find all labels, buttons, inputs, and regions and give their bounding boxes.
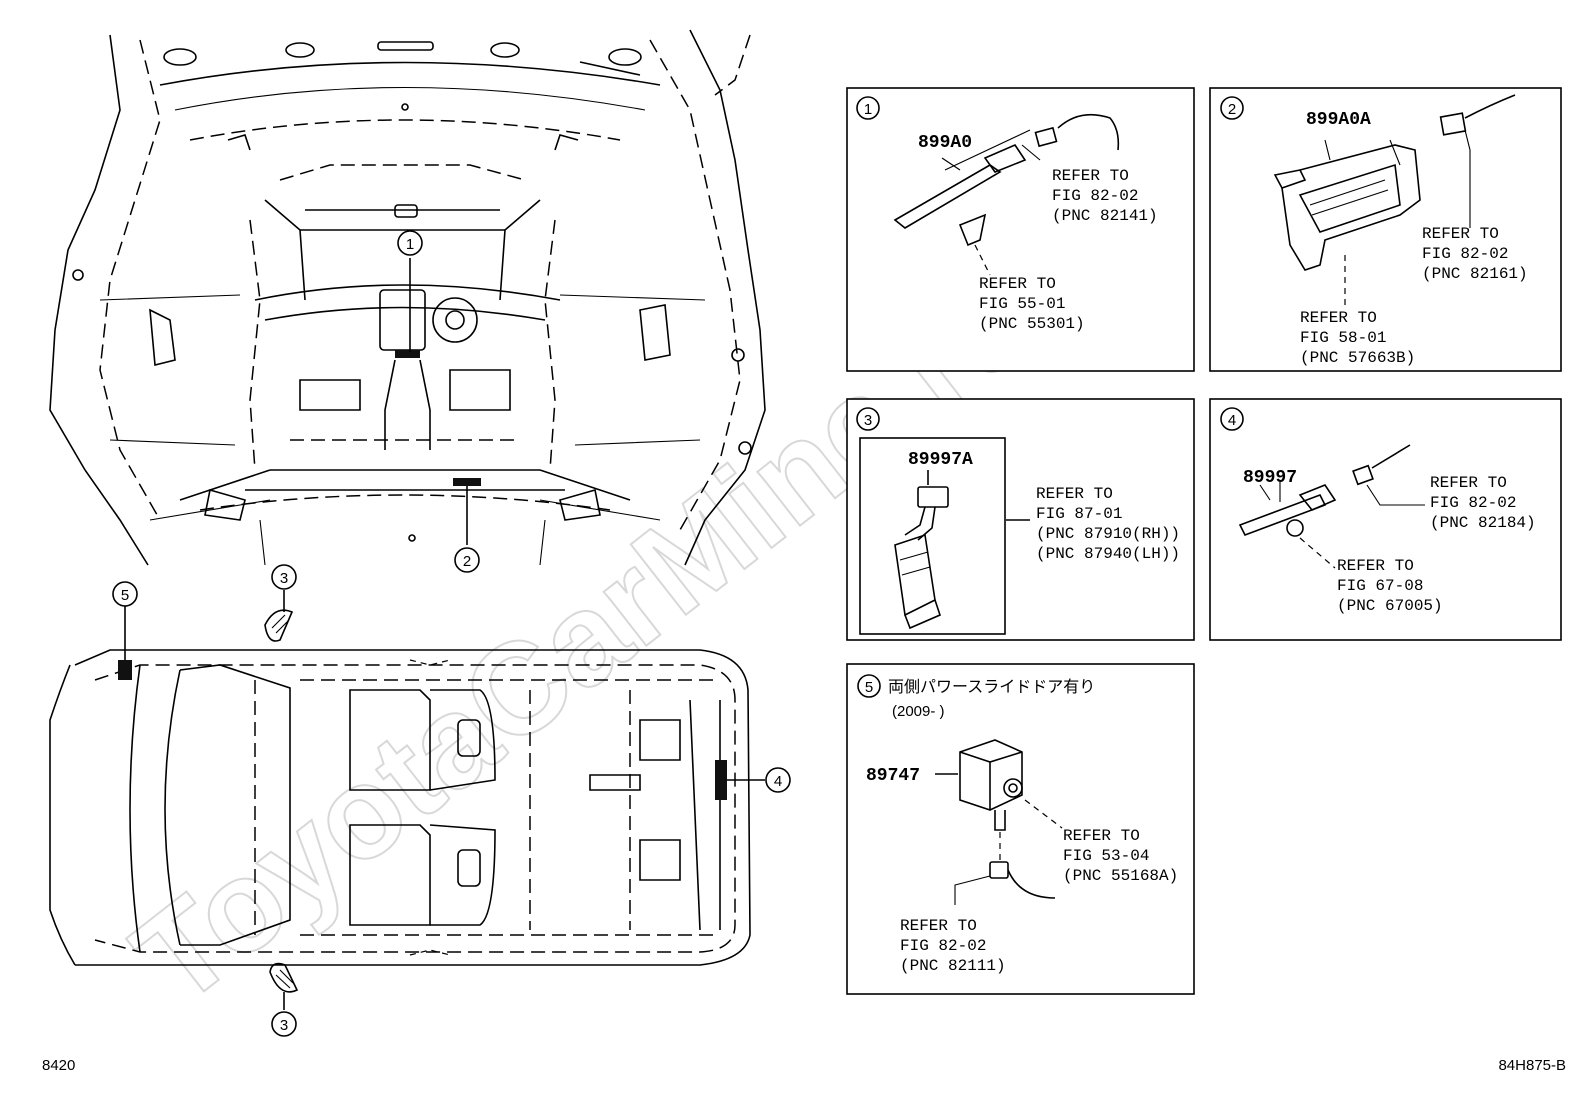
panel-5-ref-2-line-2: FIG 82-02 — [900, 937, 986, 955]
panel-3-part-number: 89997A — [908, 450, 973, 470]
svg-text:(PNC 55301): (PNC 55301) — [979, 315, 1085, 333]
top-callout-3-upper: 3 — [280, 570, 288, 587]
panel-4-ref-2-line-1: REFER TO — [1337, 557, 1414, 575]
panel-5-date-range: (2009- ) — [892, 703, 945, 720]
footer-left-code: 8420 — [42, 1057, 75, 1074]
panel-5: 5 両側パワースライドドア有り (2009- ) 89747 REFER TO … — [846, 663, 1195, 995]
svg-text:(PNC 55168A): (PNC 55168A) — [1063, 867, 1178, 885]
svg-text:FIG 82-02: FIG 82-02 — [1422, 245, 1508, 263]
svg-text:FIG 82-02: FIG 82-02 — [900, 937, 986, 955]
top-callout-5: 5 — [121, 587, 129, 604]
panel-1-ref-1-line-1: REFER TO — [1052, 167, 1129, 185]
svg-text:REFER TO: REFER TO — [1422, 225, 1499, 243]
svg-text:REFER TO: REFER TO — [1430, 474, 1507, 492]
panel-1-ref-2-line-1: REFER TO — [979, 275, 1056, 293]
panel-4-ref-1-line-3: (PNC 82184) — [1430, 514, 1536, 532]
svg-text:FIG 67-08: FIG 67-08 — [1337, 577, 1423, 595]
svg-text:REFER TO: REFER TO — [1300, 309, 1377, 327]
panel-1: 1 899A0 REFER TO FIG 82-02 (PNC 82141) R… — [846, 87, 1195, 372]
panel-3-ref-1-line-1: REFER TO — [1036, 485, 1113, 503]
svg-text:REFER TO: REFER TO — [1052, 167, 1129, 185]
panel-5-ref-2-line-1: REFER TO — [900, 917, 977, 935]
svg-text:(PNC 82184): (PNC 82184) — [1430, 514, 1536, 532]
svg-text:REFER TO: REFER TO — [1337, 557, 1414, 575]
panel-5-ref-1-line-1: REFER TO — [1063, 827, 1140, 845]
panel-4-ref-1-line-1: REFER TO — [1430, 474, 1507, 492]
panel-2-part-number: 899A0A — [1306, 110, 1371, 130]
svg-text:(PNC 57663B): (PNC 57663B) — [1300, 349, 1415, 367]
svg-text:REFER TO: REFER TO — [900, 917, 977, 935]
svg-text:FIG 53-04: FIG 53-04 — [1063, 847, 1149, 865]
panel-2-ref-1-line-1: REFER TO — [1422, 225, 1499, 243]
panel-5-ref-2-line-3: (PNC 82111) — [900, 957, 1006, 975]
panel-2: 2 899A0A REFER TO FIG 82-02 (PNC 82161) … — [1209, 87, 1562, 372]
interior-callout-2: 2 — [463, 553, 471, 570]
svg-text:(PNC 87940(LH)): (PNC 87940(LH)) — [1036, 545, 1180, 563]
panel-1-ref-2-line-2: FIG 55-01 — [979, 295, 1065, 313]
svg-text:FIG 87-01: FIG 87-01 — [1036, 505, 1122, 523]
panel-3-ref-1-line-3: (PNC 87910(RH)) — [1036, 525, 1180, 543]
panel-2-ref-2-line-1: REFER TO — [1300, 309, 1377, 327]
svg-text:FIG 82-02: FIG 82-02 — [1052, 187, 1138, 205]
panel-2-ref-1-line-3: (PNC 82161) — [1422, 265, 1528, 283]
svg-text:(PNC 67005): (PNC 67005) — [1337, 597, 1443, 615]
panel-1-ref-1-line-2: FIG 82-02 — [1052, 187, 1138, 205]
svg-text:FIG 82-02: FIG 82-02 — [1430, 494, 1516, 512]
footer-right-code: 84H875-B — [1498, 1057, 1566, 1074]
panel-5-note: 両側パワースライドドア有り — [888, 677, 1095, 696]
svg-text:REFER TO: REFER TO — [1063, 827, 1140, 845]
panel-1-ref-2-line-3: (PNC 55301) — [979, 315, 1085, 333]
panel-1-part-number: 899A0 — [918, 133, 972, 153]
panel-2-number: 2 — [1228, 101, 1236, 118]
panel-4-number: 4 — [1228, 412, 1236, 429]
panel-2-ref-2-line-3: (PNC 57663B) — [1300, 349, 1415, 367]
svg-text:FIG 55-01: FIG 55-01 — [979, 295, 1065, 313]
panel-3-number: 3 — [864, 412, 872, 429]
top-callout-3-lower: 3 — [280, 1017, 288, 1034]
svg-text:(PNC 82111): (PNC 82111) — [900, 957, 1006, 975]
panel-2-ref-2-line-2: FIG 58-01 — [1300, 329, 1386, 347]
panel-5-ref-1-line-2: FIG 53-04 — [1063, 847, 1149, 865]
interior-view: 1 2 — [49, 29, 766, 573]
panel-4-part-number: 89997 — [1243, 468, 1297, 488]
interior-callout-1: 1 — [406, 236, 414, 253]
top-callout-4: 4 — [774, 773, 782, 790]
panel-3-ref-1-line-4: (PNC 87940(LH)) — [1036, 545, 1180, 563]
panel-5-part-number: 89747 — [866, 766, 920, 786]
panel-5-number: 5 — [865, 679, 873, 696]
svg-text:(PNC 87910(RH)): (PNC 87910(RH)) — [1036, 525, 1180, 543]
panel-3: 3 89997A REFER TO FIG 87-01 (PNC 87910(R… — [846, 398, 1195, 641]
vehicle-top-view: 3 3 5 4 — [49, 564, 791, 1037]
svg-text:REFER TO: REFER TO — [1036, 485, 1113, 503]
panel-2-ref-1-line-2: FIG 82-02 — [1422, 245, 1508, 263]
panel-4: 4 89997 REFER TO FIG 82-02 (PNC 82184) R… — [1209, 398, 1562, 641]
svg-text:REFER TO: REFER TO — [979, 275, 1056, 293]
panel-1-ref-1-line-3: (PNC 82141) — [1052, 207, 1158, 225]
svg-text:(PNC 82141): (PNC 82141) — [1052, 207, 1158, 225]
panel-4-ref-2-line-3: (PNC 67005) — [1337, 597, 1443, 615]
panel-4-ref-1-line-2: FIG 82-02 — [1430, 494, 1516, 512]
panel-5-ref-1-line-3: (PNC 55168A) — [1063, 867, 1178, 885]
svg-text:(PNC 82161): (PNC 82161) — [1422, 265, 1528, 283]
panel-3-ref-1-line-2: FIG 87-01 — [1036, 505, 1122, 523]
panel-4-ref-2-line-2: FIG 67-08 — [1337, 577, 1423, 595]
svg-text:FIG 58-01: FIG 58-01 — [1300, 329, 1386, 347]
panel-1-number: 1 — [864, 101, 872, 118]
